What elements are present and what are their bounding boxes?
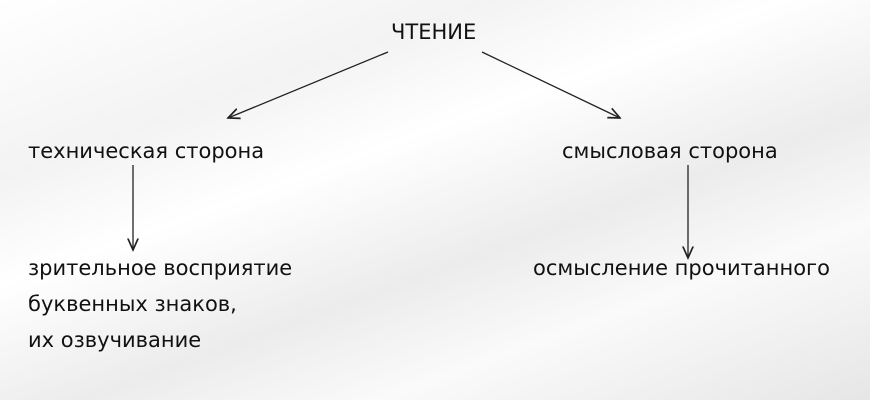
root-node: ЧТЕНИЕ [391, 20, 477, 44]
arrow-root-right [481, 51, 620, 118]
left-node-title: техническая сторона [28, 139, 265, 163]
left-detail-line-2: буквенных знаков, [28, 292, 237, 316]
right-detail-line-1: осмысление прочитанного [533, 256, 830, 280]
right-node-title: смысловая сторона [562, 139, 778, 163]
left-detail-line-1: зрительное восприятие [28, 256, 293, 280]
left-detail-line-3: их озвучивание [28, 328, 202, 352]
arrow-root-left [228, 51, 389, 118]
